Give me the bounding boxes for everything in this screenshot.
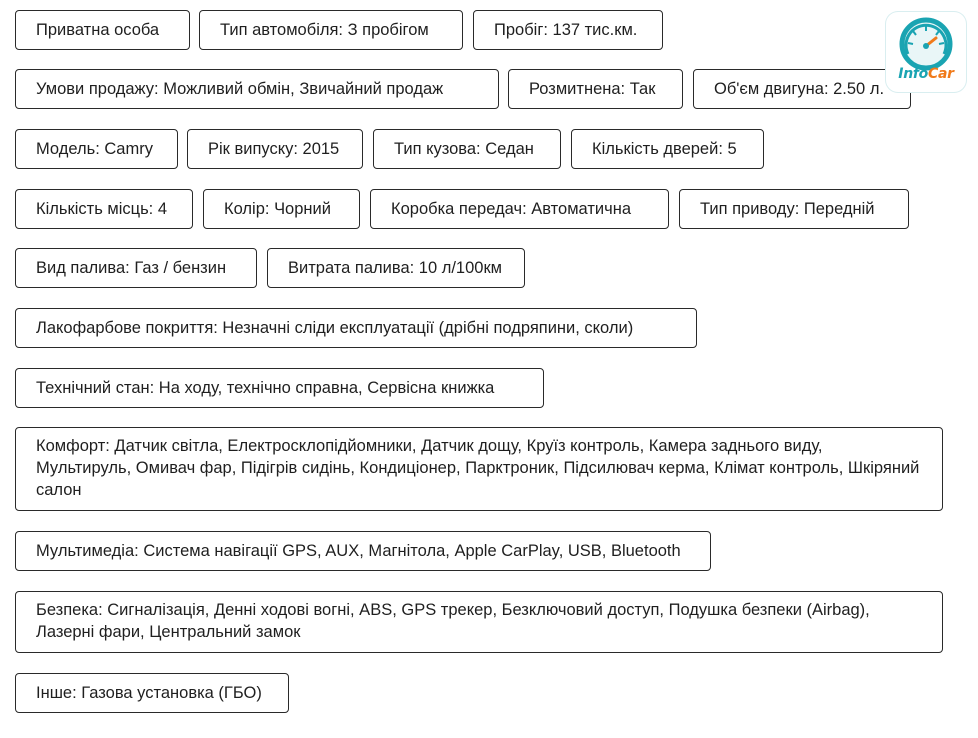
spec-mileage: Пробіг: 137 тис.км.: [473, 10, 663, 50]
spec-condition: Технічний стан: На ходу, технічно справн…: [15, 368, 544, 408]
spec-body-type: Тип кузова: Седан: [373, 129, 561, 169]
spec-consumption: Витрата палива: 10 л/100км: [267, 248, 525, 288]
spec-safety: Безпека: Сигналізація, Денні ходові вогн…: [15, 591, 943, 653]
spec-engine-volume: Об'єм двигуна: 2.50 л.: [693, 69, 911, 109]
speedometer-icon: [899, 17, 953, 71]
spec-other: Інше: Газова установка (ГБО): [15, 673, 289, 713]
spec-year: Рік випуску: 2015: [187, 129, 363, 169]
logo-text: InfoCar: [898, 66, 954, 82]
spec-color: Колір: Чорний: [203, 189, 360, 229]
spec-vehicle-type: Тип автомобіля: З пробігом: [199, 10, 463, 50]
spec-comfort: Комфорт: Датчик світла, Електросклопідйо…: [15, 427, 943, 511]
spec-model: Модель: Camry: [15, 129, 178, 169]
spec-sale-terms: Умови продажу: Можливий обмін, Звичайний…: [15, 69, 499, 109]
spec-customs: Розмитнена: Так: [508, 69, 683, 109]
spec-drive: Тип приводу: Передній: [679, 189, 909, 229]
spec-gearbox: Коробка передач: Автоматична: [370, 189, 669, 229]
spec-doors: Кількість дверей: 5: [571, 129, 764, 169]
spec-seller: Приватна особа: [15, 10, 190, 50]
spec-fuel: Вид палива: Газ / бензин: [15, 248, 257, 288]
spec-seats: Кількість місць: 4: [15, 189, 193, 229]
spec-multimedia: Мультимедіа: Система навігації GPS, AUX,…: [15, 531, 711, 571]
spec-paint: Лакофарбове покриття: Незначні сліди екс…: [15, 308, 697, 348]
infocar-logo[interactable]: InfoCar: [886, 12, 966, 92]
